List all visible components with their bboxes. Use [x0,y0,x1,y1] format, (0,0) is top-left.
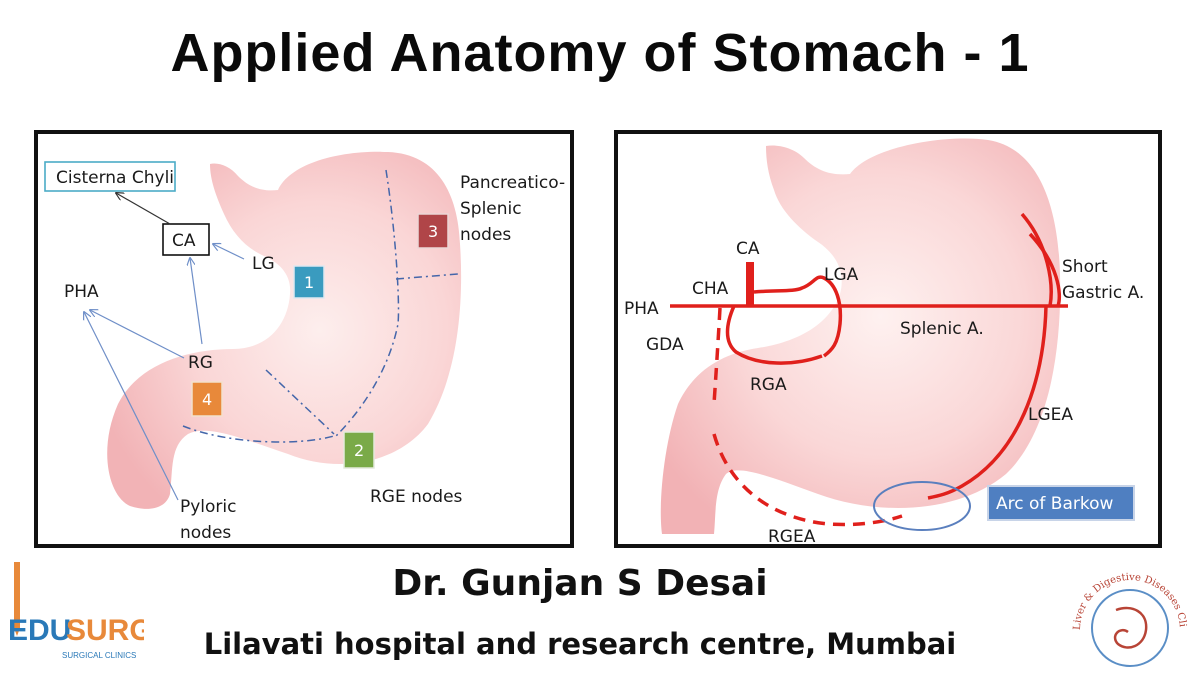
pancreaticosplenic-label-line3: nodes [460,225,511,245]
svg-text:3: 3 [428,222,438,241]
svg-text:EDU: EDU [8,614,71,647]
ca-label: CA [172,231,196,251]
station-2: 2 [343,431,375,469]
clinic-seal-logo: Liver & Digestive Diseases Clinic [1062,560,1188,667]
lymph-node-diagram: Cisterna Chyli CA LG PHA RG Pancreatico-… [34,130,574,548]
arc-of-barkow-ellipse [873,481,971,531]
left-gastroepiploic-artery [927,305,1048,500]
cisterna-chyli-box [44,161,176,192]
short-gastric-artery-2 [1028,232,1062,307]
arrow-pyloric-to-pha [84,312,179,501]
rga-label: RGA [750,375,787,395]
boundary-splenic [395,273,459,280]
arrow-rg-to-ca [190,258,203,345]
stomach-liver-icon [1113,606,1148,649]
right-gastroepiploic-artery [712,433,903,527]
arc-of-barkow-label: Arc of Barkow [996,494,1113,514]
pha-label: PHA [624,299,659,319]
page-title: Applied Anatomy of Stomach - 1 [170,23,1030,83]
pancreaticosplenic-label-line1: Pancreatico- [460,173,565,193]
short-gastric-label-line1: Short [1062,257,1108,277]
boundary-antrum [265,369,335,435]
boundary-greater-curve [335,169,400,437]
svg-text:SURG: SURG [66,614,144,647]
gda-label: GDA [646,335,684,355]
pyloric-nodes-label-line2: nodes [180,523,231,543]
splenic-artery-label: Splenic A. [900,319,984,339]
svg-text:Liver & Digestive Diseases Cli: Liver & Digestive Diseases Clinic [1062,560,1188,630]
right-gastric-artery [725,305,823,365]
cha-label: CHA [692,279,729,299]
station-3: 3 [417,213,449,249]
station-4: 4 [191,381,223,417]
svg-text:SURGICAL CLINICS: SURGICAL CLINICS [62,651,136,660]
scalpel-icon [14,562,20,636]
author-name: Dr. Gunjan S Desai [392,563,768,604]
pancreaticosplenic-label-line2: Splenic [460,199,522,219]
stomach-shape [107,151,462,509]
ca-label: CA [736,239,760,259]
boundary-lower [182,425,335,443]
arrow-ca-to-cisterna [116,193,171,225]
svg-text:1: 1 [304,273,314,292]
lgea-label: LGEA [1028,405,1073,425]
ca-box [162,223,210,256]
gastroduodenal-artery [712,307,722,405]
short-gastric-artery-1 [1020,212,1053,307]
short-gastric-label-line2: Gastric A. [1062,283,1144,303]
arrow-rg-to-pha [90,310,185,359]
rg-label: RG [188,353,213,373]
rgea-label: RGEA [768,527,816,544]
stomach-shape [660,138,1061,534]
pyloric-nodes-label-line1: Pyloric [180,497,237,517]
arterial-supply-diagram: Arc of Barkow CA CHA LGA PHA GDA RGA Spl… [614,130,1162,548]
arrow-lg-to-ca [213,244,245,260]
svg-text:2: 2 [354,441,364,460]
edusurg-logo: EDU SURG SURGICAL CLINICS [8,562,144,660]
left-gastric-artery [753,275,843,358]
station-1: 1 [293,265,325,299]
lg-label: LG [252,254,275,274]
lga-label: LGA [824,265,859,285]
svg-text:4: 4 [202,390,212,409]
rge-nodes-label: RGE nodes [370,487,463,507]
pha-label: PHA [64,282,99,302]
author-affiliation: Lilavati hospital and research centre, M… [203,627,957,661]
arc-of-barkow-box [987,485,1135,521]
cisterna-chyli-label: Cisterna Chyli [56,168,174,188]
